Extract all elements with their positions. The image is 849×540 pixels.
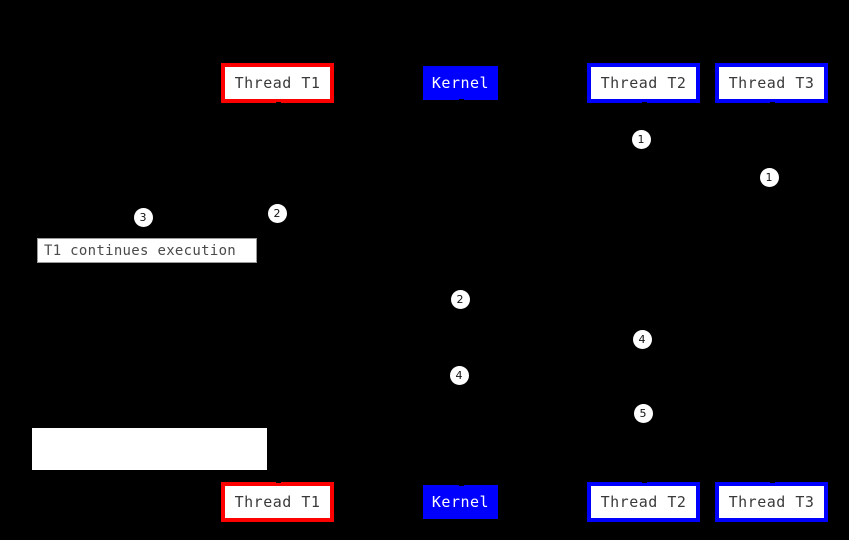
participant-t2-top[interactable]: Thread T2: [587, 63, 700, 103]
lifeline-connector: [769, 102, 775, 106]
participant-t1-bottom[interactable]: Thread T1: [221, 482, 334, 522]
step-t2-4[interactable]: 4: [632, 329, 652, 349]
participant-label: Kernel: [431, 493, 490, 511]
step-kernel-2[interactable]: 2: [450, 289, 470, 309]
step-t1-3[interactable]: 3: [133, 207, 153, 227]
step-t1-2[interactable]: 2: [267, 203, 287, 223]
lifeline-connector: [641, 102, 647, 106]
participant-kernel-bottom[interactable]: Kernel: [423, 485, 498, 519]
step-kernel-4[interactable]: 4: [449, 365, 469, 385]
lifeline-connector: [275, 102, 281, 106]
note-text: T1 continues execution: [44, 242, 237, 259]
lifeline-connector: [458, 99, 464, 103]
participant-label: Thread T3: [728, 74, 815, 92]
participant-t1-top[interactable]: Thread T1: [221, 63, 334, 103]
participant-label: Thread T1: [234, 74, 321, 92]
step-t3-1[interactable]: 1: [759, 167, 779, 187]
lifeline-t1: [277, 103, 278, 482]
note-t1-continues: T1 continues execution: [37, 238, 257, 263]
lifeline-t3: [771, 103, 772, 482]
participant-t2-bottom[interactable]: Thread T2: [587, 482, 700, 522]
note-blank: [32, 428, 267, 470]
participant-label: Thread T3: [728, 493, 815, 511]
step-t2-1[interactable]: 1: [631, 129, 651, 149]
lifeline-connector: [641, 479, 647, 483]
lifeline-t2: [643, 103, 644, 482]
lifeline-connector: [458, 482, 464, 486]
participant-kernel-top[interactable]: Kernel: [423, 66, 498, 100]
participant-label: Kernel: [431, 74, 490, 92]
lifeline-connector: [769, 479, 775, 483]
participant-t3-bottom[interactable]: Thread T3: [715, 482, 828, 522]
participant-label: Thread T2: [600, 493, 687, 511]
lifeline-connector: [275, 479, 281, 483]
participant-t3-top[interactable]: Thread T3: [715, 63, 828, 103]
participant-label: Thread T2: [600, 74, 687, 92]
step-t2-5[interactable]: 5: [633, 403, 653, 423]
participant-label: Thread T1: [234, 493, 321, 511]
